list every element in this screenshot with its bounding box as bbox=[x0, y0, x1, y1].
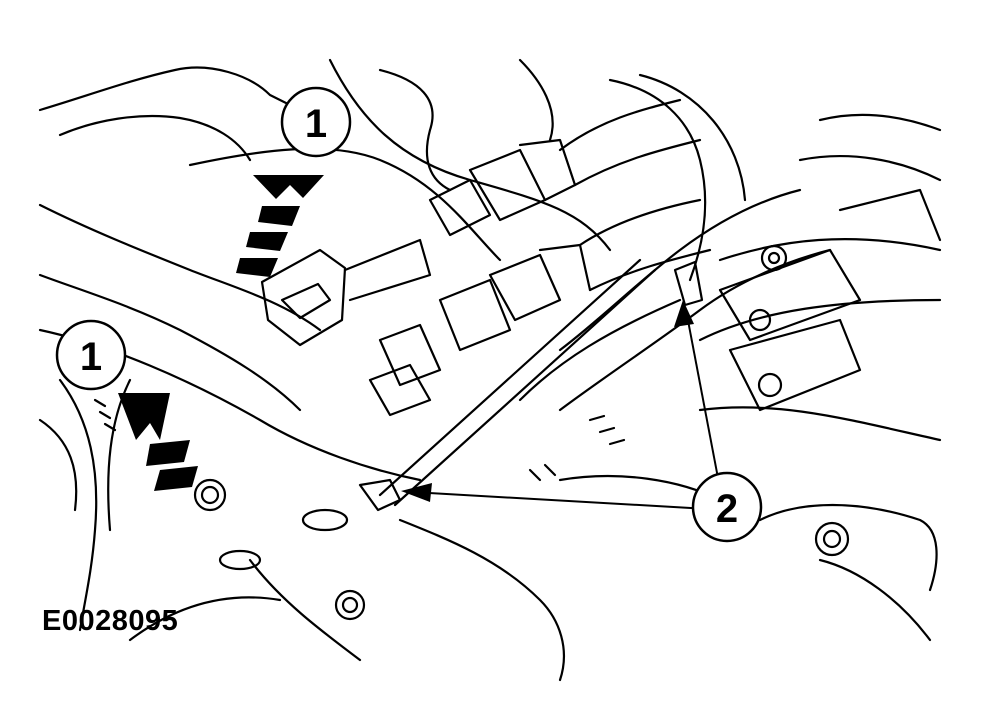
callout-1-top: 1 bbox=[280, 86, 352, 158]
callout-1-left: 1 bbox=[55, 319, 127, 391]
svg-text:2: 2 bbox=[716, 487, 738, 531]
figure-id-label: E0028095 bbox=[42, 605, 179, 637]
callout-2-leaders bbox=[411, 309, 719, 510]
removal-arrow-upper bbox=[236, 175, 324, 277]
callout-2-arrowheads bbox=[401, 300, 694, 502]
svg-text:1: 1 bbox=[305, 102, 327, 146]
callout-2: 2 bbox=[691, 471, 763, 543]
background-engine-linework bbox=[38, 58, 942, 682]
svg-text:1: 1 bbox=[80, 335, 102, 379]
removal-arrow-lower bbox=[118, 393, 198, 491]
